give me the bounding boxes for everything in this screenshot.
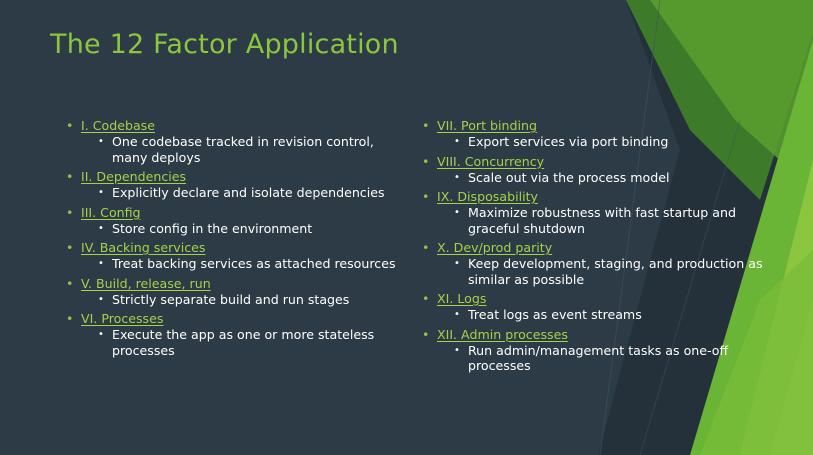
- factor-list-left: • I. Codebase • One codebase tracked in re…: [66, 118, 406, 362]
- factor-description: One codebase tracked in revision control…: [112, 134, 374, 165]
- factor-list-right: • VII. Port binding • Export services via …: [422, 118, 772, 378]
- factor-description: Scale out via the process model: [468, 169, 670, 185]
- factor-description: Store config in the environment: [112, 220, 313, 236]
- bullet-icon: •: [66, 240, 74, 255]
- factor-description: Treat backing services as attached resou…: [112, 256, 396, 271]
- factor-link-admin-processes[interactable]: XII. Admin processes: [437, 326, 568, 342]
- bullet-icon: •: [422, 153, 430, 169]
- list-item: • X. Dev/prod parity • Keep development, s…: [422, 240, 772, 287]
- bullet-icon: •: [454, 344, 460, 356]
- bullet-icon: •: [66, 204, 74, 220]
- factor-description: Explicitly declare and isolate dependenc…: [112, 185, 385, 200]
- factor-description: Keep development, staging, and productio…: [468, 256, 763, 287]
- factor-description: Maximize robustness with fast startup an…: [468, 205, 736, 236]
- list-item: • IV. Backing services • Treat backing ser…: [66, 240, 406, 272]
- list-item: • II. Dependencies • Explicitly declare an…: [66, 169, 406, 201]
- factor-description: Treat logs as event streams: [468, 307, 642, 322]
- factor-link-dependencies[interactable]: II. Dependencies: [81, 169, 187, 184]
- bullet-icon: •: [98, 187, 104, 198]
- factor-link-config[interactable]: III. Config: [81, 204, 141, 220]
- factor-link-port-binding[interactable]: VII. Port binding: [437, 118, 537, 133]
- bullet-icon: •: [422, 326, 430, 342]
- bullet-icon: •: [454, 136, 460, 147]
- bullet-icon: •: [422, 240, 430, 255]
- bullet-icon: •: [422, 189, 430, 204]
- bullet-icon: •: [66, 118, 74, 133]
- list-item: • IX. Disposability • Maximize robustness …: [422, 189, 772, 236]
- factor-link-backing-services[interactable]: IV. Backing services: [81, 240, 206, 255]
- bullet-icon: •: [98, 136, 104, 147]
- bullet-icon: •: [66, 275, 74, 291]
- bullet-icon: •: [98, 258, 104, 269]
- list-item: • I. Codebase • One codebase tracked in re…: [66, 118, 406, 165]
- list-item: • VI. Processes • Execute the app as one o…: [66, 311, 406, 358]
- list-item: • III. Config • Store config in the enviro…: [66, 205, 406, 237]
- bullet-icon: •: [422, 291, 430, 306]
- factor-link-build-release-run[interactable]: V. Build, release, run: [81, 275, 211, 291]
- factor-description: Execute the app as one or more stateless…: [112, 327, 375, 358]
- bullet-icon: •: [454, 171, 460, 183]
- bullet-icon: •: [422, 118, 430, 133]
- factor-link-dev-prod-parity[interactable]: X. Dev/prod parity: [437, 240, 553, 255]
- bullet-icon: •: [454, 258, 460, 269]
- list-item: • V. Build, release, run • Strictly separa…: [66, 276, 406, 308]
- list-item: • VII. Port binding • Export services via …: [422, 118, 772, 150]
- factor-description: Run admin/management tasks as one-off pr…: [468, 342, 729, 374]
- factor-link-disposability[interactable]: IX. Disposability: [437, 189, 538, 204]
- factor-description: Strictly separate build and run stages: [112, 291, 350, 307]
- slide-title: The 12 Factor Application: [50, 29, 399, 60]
- bullet-icon: •: [66, 169, 74, 184]
- factor-link-processes[interactable]: VI. Processes: [81, 311, 164, 326]
- list-item: • VIII. Concurrency • Scale out via the pr…: [422, 154, 772, 186]
- list-item: • XII. Admin processes • Run admin/managem…: [422, 327, 772, 374]
- list-item: • XI. Logs • Treat logs as event streams: [422, 291, 772, 323]
- factor-description: Export services via port binding: [468, 134, 669, 149]
- bullet-icon: •: [66, 311, 74, 326]
- bullet-icon: •: [98, 293, 104, 305]
- factor-link-concurrency[interactable]: VIII. Concurrency: [437, 153, 545, 169]
- factor-link-codebase[interactable]: I. Codebase: [81, 118, 155, 133]
- bullet-icon: •: [454, 207, 460, 218]
- bullet-icon: •: [98, 329, 104, 340]
- bullet-icon: •: [98, 222, 104, 234]
- factor-link-logs[interactable]: XI. Logs: [437, 291, 487, 306]
- bullet-icon: •: [454, 309, 460, 320]
